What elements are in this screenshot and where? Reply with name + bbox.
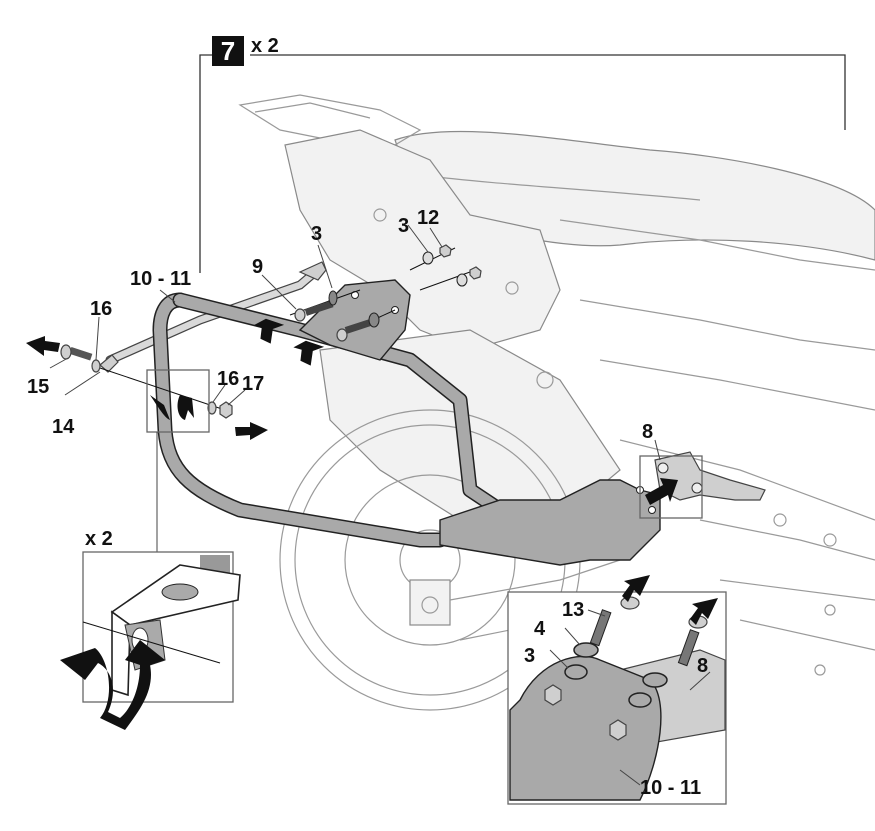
arrow-bolt-15 [26,336,60,356]
label-3-upper: 3 [311,223,322,245]
label-14: 14 [52,416,75,438]
nut-17 [219,401,233,419]
label-3-inset: 3 [524,645,535,667]
step-multiplier: x 2 [251,35,279,57]
detail-callout-box-left [146,369,210,433]
arrow-bracket-8 [645,478,678,505]
lock-washer-3 [422,251,434,265]
washer-3-upper [328,290,338,306]
washer-16-left [91,359,101,373]
detail-multiplier: x 2 [85,528,113,550]
step-frame [199,54,846,273]
detail-inset-frame [82,551,234,703]
lower-bracket-plate [439,479,661,566]
brake-caliper [409,579,451,626]
arrows [26,318,678,505]
detail-inset-right [507,575,727,805]
washer-lower [368,312,380,328]
label-16-right: 16 [217,368,239,390]
label-4: 4 [534,618,546,640]
bolt-15 [60,344,72,360]
bolt-9 [294,308,306,322]
label-9: 9 [252,256,263,278]
nut-12 [439,244,452,258]
washer-4-inset [573,642,599,658]
step-badge: 7 x 2 [212,35,279,66]
side-panel [284,129,561,351]
arrow-inset-1 [622,575,650,602]
arrow-bolt-lower [293,340,325,366]
leader-lines [49,224,711,786]
arrow-inset-2 [690,598,718,625]
detail-inset-left: x 2 [60,528,241,730]
label-8-inset: 8 [697,655,708,677]
arrow-bolt-9 [253,318,285,344]
label-10-11: 10 - 11 [130,268,191,290]
part-labels: 3 3 12 9 10 - 11 16 15 14 16 17 8 13 4 3… [27,207,708,799]
upper-mounting-plate [298,279,411,361]
bracket-8 [639,451,766,519]
label-10-11-inset: 10 - 11 [640,777,701,799]
lock-washer-3b [456,273,468,287]
washer-3-inset [564,664,588,680]
label-3-rear: 3 [398,215,409,237]
label-15: 15 [27,376,49,398]
washer-16-right [207,401,217,415]
bolt-13 [589,609,612,647]
step-number: 7 [221,36,235,66]
rear-rack [238,94,422,146]
label-8: 8 [642,421,653,443]
nut-12b [469,266,482,280]
arrow-nut-17 [235,422,268,440]
rotate-arrow-small [150,395,170,420]
rotate-arrow [60,640,165,730]
bolt-lower [336,328,348,342]
label-17: 17 [242,373,264,395]
label-12: 12 [417,207,439,229]
hardware [60,244,482,419]
motorcycle-outline [238,94,875,711]
detail-callout-box-right [639,455,703,519]
label-16-left: 16 [90,298,112,320]
label-13: 13 [562,599,584,621]
